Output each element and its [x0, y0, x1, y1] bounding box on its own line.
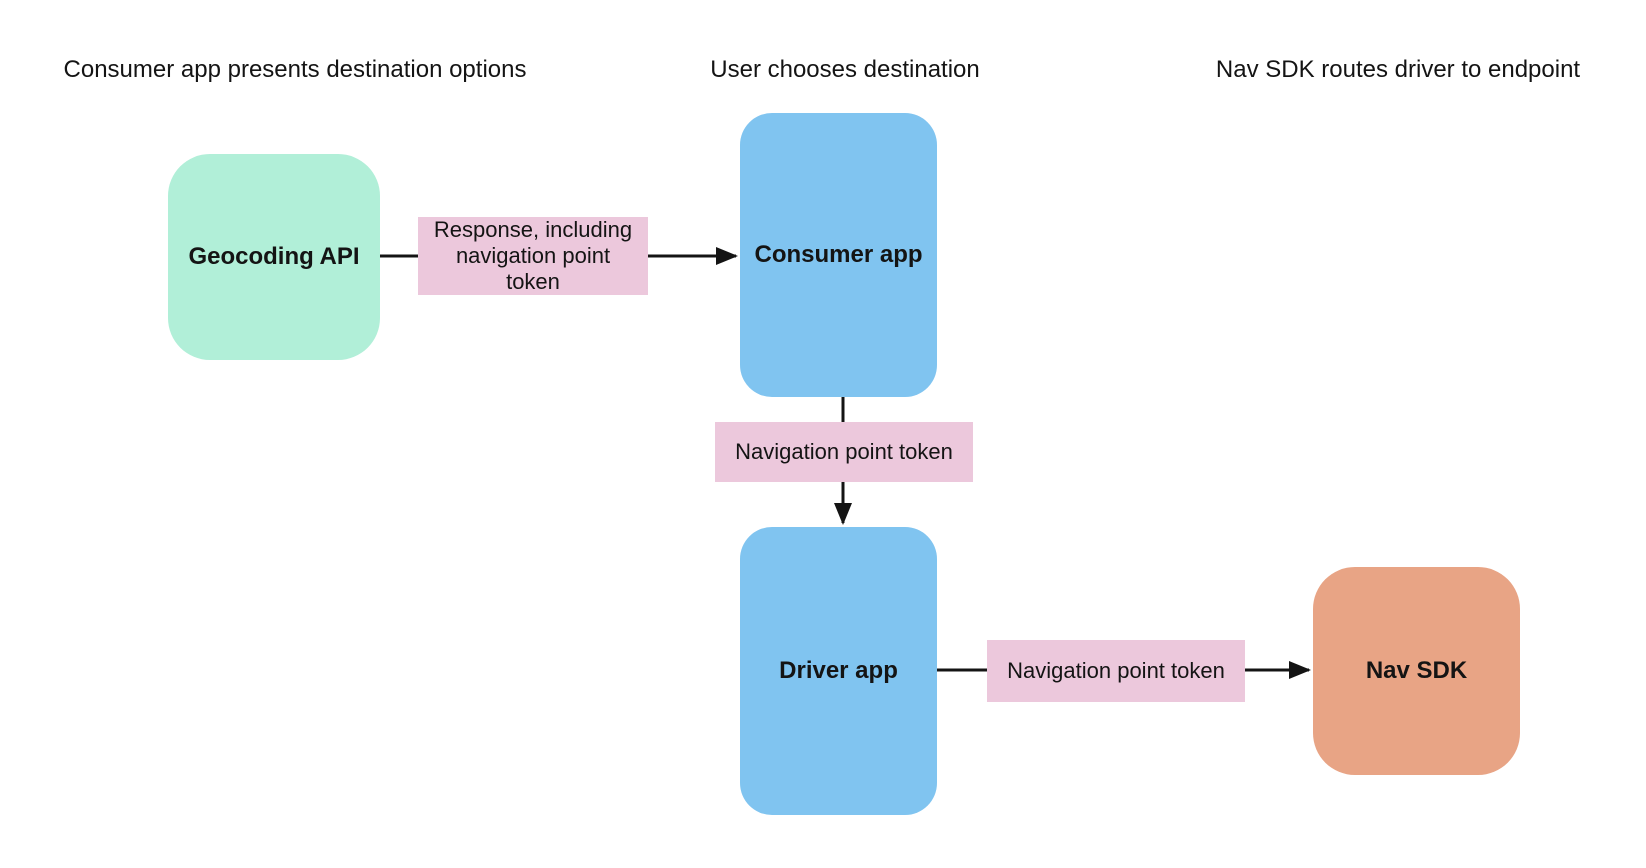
node-nav-sdk-label: Nav SDK: [1365, 657, 1468, 684]
node-consumer-app-label: Consumer app: [754, 241, 923, 268]
node-nav-sdk: Nav SDK: [1313, 567, 1520, 775]
header-user-chooses-destination: User chooses destination: [710, 56, 980, 83]
header-consumer-presents-options: Consumer app presents destination option…: [63, 56, 527, 83]
node-driver-app: Driver app: [740, 527, 937, 815]
node-geocoding-api-label: Geocoding API: [188, 243, 360, 270]
node-consumer-app: Consumer app: [740, 113, 937, 397]
edge-label-navigation-point-token-driver-navsdk: Navigation point token: [987, 640, 1245, 702]
edge-label-navigation-point-token-consumer-driver: Navigation point token: [715, 422, 973, 482]
header-nav-sdk-routes-driver: Nav SDK routes driver to endpoint: [1215, 56, 1581, 83]
node-driver-app-label: Driver app: [779, 657, 898, 684]
edge-label-response-navigation-point-token: Response, including navigation point tok…: [418, 217, 648, 295]
node-geocoding-api: Geocoding API: [168, 154, 380, 360]
